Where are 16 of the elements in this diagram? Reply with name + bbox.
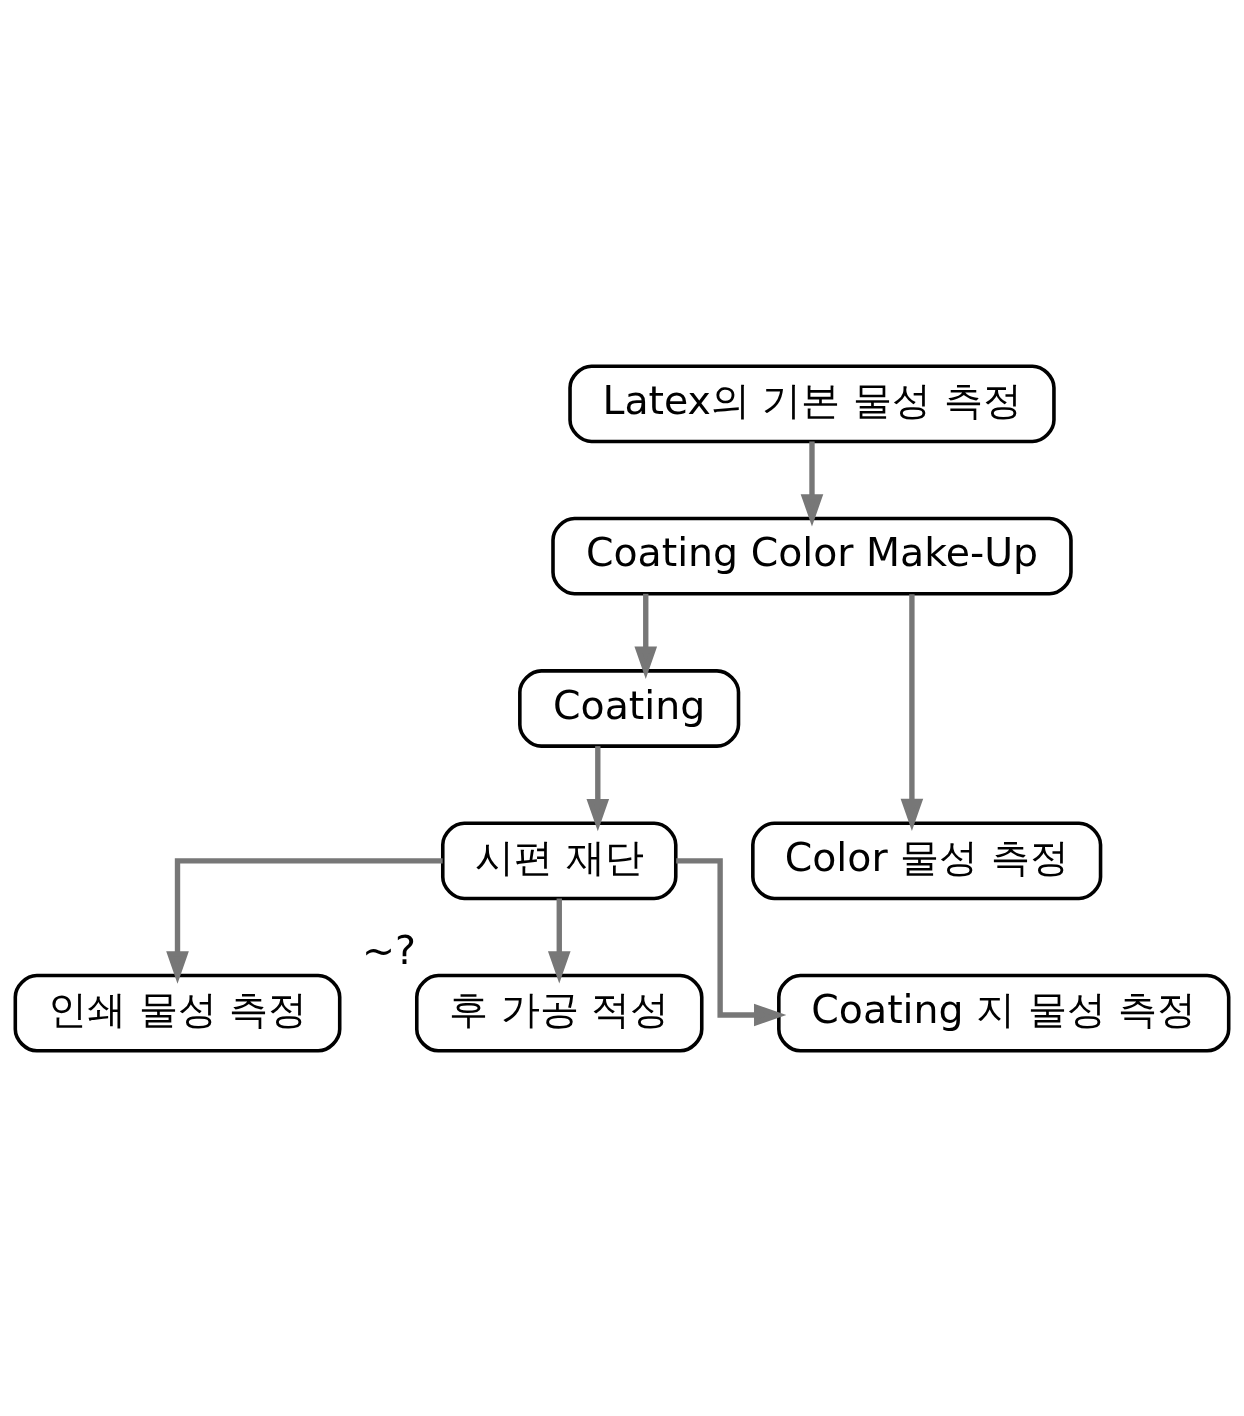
arrow [800, 440, 824, 527]
arrow [586, 745, 610, 831]
arrow [900, 593, 924, 831]
node-box: 후 가공 적성 [415, 973, 704, 1053]
arrow [547, 898, 571, 984]
node-box: 시편 재단 [440, 820, 678, 900]
node-label: ~? [362, 926, 416, 973]
arrow [676, 857, 787, 1026]
node-box: Coating [518, 668, 741, 748]
node-box: Coating Color Make-Up [551, 516, 1073, 596]
arrow [634, 593, 658, 679]
node-box: Latex의 기본 물성 측정 [568, 363, 1056, 443]
arrow [166, 857, 443, 984]
node-box: Color 물성 측정 [751, 820, 1103, 900]
node-box: Coating 지 물성 측정 [777, 973, 1231, 1053]
node-box: 인쇄 물성 측정 [13, 973, 342, 1053]
